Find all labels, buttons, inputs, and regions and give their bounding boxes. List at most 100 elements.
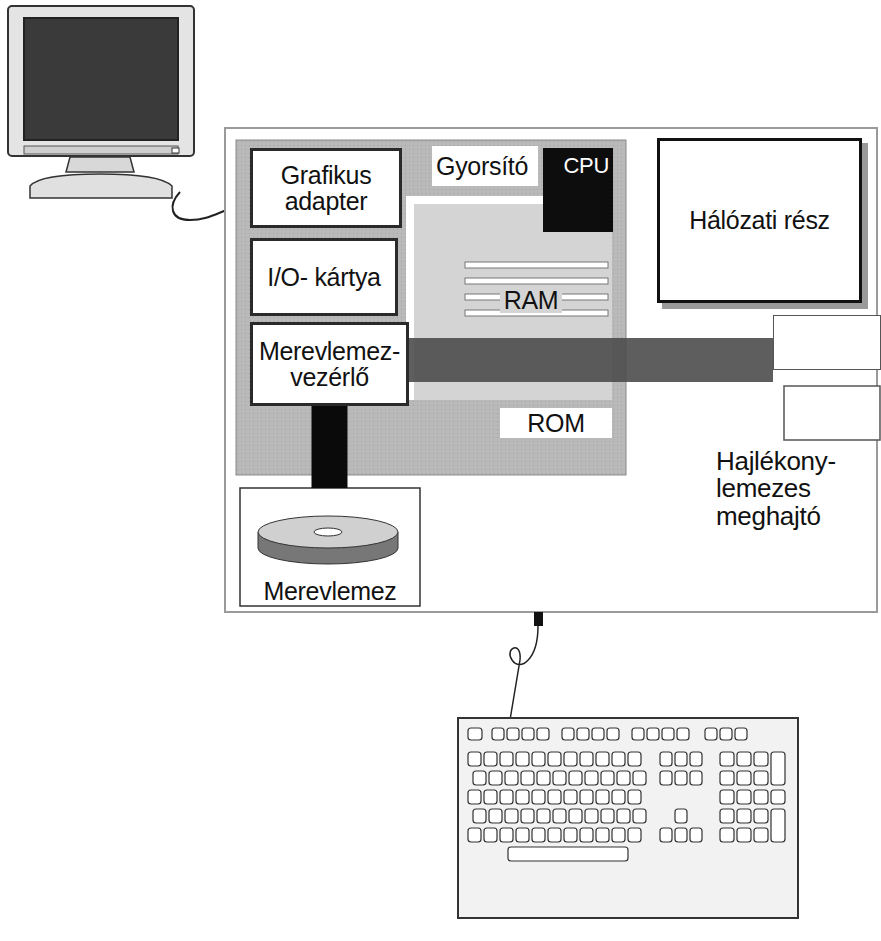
- key: [473, 771, 486, 785]
- key: [489, 809, 502, 823]
- node-label: ROM: [527, 410, 584, 436]
- key: [521, 771, 534, 785]
- key: [612, 828, 625, 842]
- key: [516, 752, 529, 766]
- key: [500, 790, 513, 804]
- key: [720, 809, 734, 823]
- key: [737, 790, 751, 804]
- node-label: Merevlemez- vezérlő: [257, 338, 402, 391]
- keyboard: [458, 718, 798, 918]
- key: [505, 809, 518, 823]
- key: [771, 790, 785, 804]
- key: [720, 728, 732, 740]
- key: [675, 752, 687, 766]
- key: [564, 752, 577, 766]
- key: [705, 728, 717, 740]
- key: [596, 790, 609, 804]
- key: [569, 809, 582, 823]
- key: [612, 752, 625, 766]
- key: [647, 728, 659, 740]
- key: [580, 790, 593, 804]
- key: [754, 752, 768, 766]
- key: [521, 809, 534, 823]
- key: [662, 728, 674, 740]
- key: [569, 771, 582, 785]
- key: [596, 828, 609, 842]
- key: [564, 828, 577, 842]
- key: [754, 828, 768, 842]
- key: [677, 728, 689, 740]
- key: [737, 752, 751, 766]
- node-label: CPU: [563, 154, 609, 177]
- key: [735, 728, 747, 740]
- key: [690, 752, 702, 766]
- cable-band: [312, 406, 348, 488]
- key: [737, 771, 751, 785]
- key: [548, 790, 561, 804]
- key: [500, 828, 513, 842]
- node-label: RAM: [500, 287, 563, 313]
- key: [484, 790, 497, 804]
- key: [754, 809, 768, 823]
- graphics-adapter: Grafikus adapter: [250, 148, 402, 228]
- ram-area: RAM: [410, 200, 612, 400]
- key: [522, 728, 534, 740]
- key: [628, 752, 641, 766]
- key: [532, 752, 545, 766]
- cable-band: [409, 338, 773, 382]
- key: [553, 809, 566, 823]
- key: [564, 790, 577, 804]
- key: [473, 809, 486, 823]
- key: [532, 790, 545, 804]
- key: [617, 771, 630, 785]
- key: [601, 771, 614, 785]
- key: [754, 790, 768, 804]
- hard-disk-box: Merevlemez: [240, 488, 420, 606]
- cpu-chip: CPU: [543, 148, 613, 232]
- key: [612, 790, 625, 804]
- network-part: Hálózati rész: [657, 138, 862, 303]
- key: [660, 752, 672, 766]
- monitor: [8, 6, 260, 220]
- io-card: I/O- kártya: [250, 238, 398, 316]
- key: [675, 828, 687, 842]
- key: [548, 752, 561, 766]
- hard-disk: [240, 488, 420, 606]
- key: [720, 790, 734, 804]
- key: [562, 728, 574, 740]
- key: [468, 828, 481, 842]
- key: [505, 771, 518, 785]
- key: [675, 809, 687, 823]
- key: [577, 728, 589, 740]
- key: [617, 809, 630, 823]
- key: [537, 809, 550, 823]
- key: [737, 809, 751, 823]
- node-label: Gyorsító: [436, 153, 528, 179]
- key: [628, 828, 641, 842]
- key: [548, 828, 561, 842]
- node-label: Hálózati rész: [689, 207, 830, 233]
- key: [484, 752, 497, 766]
- key: [720, 771, 734, 785]
- key: [507, 728, 519, 740]
- key: [468, 752, 481, 766]
- key: [580, 752, 593, 766]
- key: [592, 728, 604, 740]
- key: [516, 790, 529, 804]
- rom-chip: ROM: [500, 408, 612, 438]
- node-label: Hajlékony- lemezes meghajtó: [716, 448, 876, 530]
- key: [492, 728, 504, 740]
- key: [771, 809, 785, 842]
- motherboard: [236, 140, 626, 475]
- key: [489, 771, 502, 785]
- key: [660, 828, 672, 842]
- accelerator-label: Gyorsító: [432, 146, 538, 186]
- key: [468, 728, 482, 740]
- key: [632, 728, 644, 740]
- key: [628, 790, 641, 804]
- node-label: I/O- kártya: [267, 264, 380, 290]
- disk-controller: Merevlemez- vezérlő: [250, 322, 409, 406]
- key: [516, 828, 529, 842]
- key: [690, 771, 702, 785]
